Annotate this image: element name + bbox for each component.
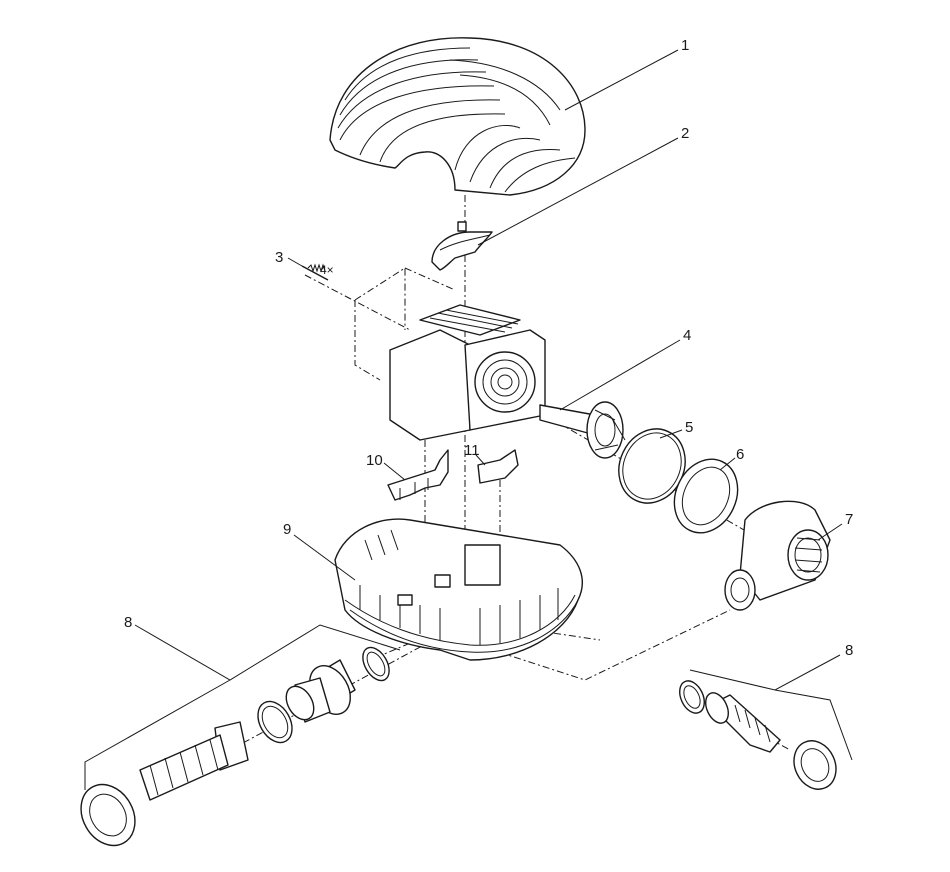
cover-dome-part bbox=[329, 37, 586, 196]
hose-connector-right-part bbox=[679, 680, 837, 790]
seal-ring-part bbox=[673, 458, 739, 534]
callout-10: 10 bbox=[366, 452, 383, 469]
hose-connector-left-part bbox=[80, 646, 390, 847]
screw-part bbox=[301, 263, 329, 281]
callout-3-quantity: 4× bbox=[320, 263, 334, 277]
callout-4: 4 bbox=[683, 327, 691, 344]
callout-2: 2 bbox=[681, 125, 689, 142]
bracket-part-11 bbox=[477, 449, 519, 484]
pump-housing-part bbox=[724, 500, 831, 611]
callout-8-left: 8 bbox=[124, 614, 132, 631]
base-housing-part bbox=[334, 518, 583, 661]
bracket-part-10 bbox=[387, 449, 449, 501]
callout-6: 6 bbox=[736, 446, 744, 463]
callout-8-right: 8 bbox=[845, 642, 853, 659]
callout-9: 9 bbox=[283, 521, 291, 538]
clip-part bbox=[431, 221, 493, 271]
callout-3: 3 bbox=[275, 249, 283, 266]
callout-7: 7 bbox=[845, 511, 853, 528]
callout-11: 11 bbox=[464, 442, 480, 459]
motor-block-part bbox=[389, 304, 546, 441]
leader-lines bbox=[84, 49, 853, 790]
callout-labels: 1 2 3 4× 4 5 6 7 8 8 9 10 11 bbox=[124, 37, 853, 659]
impeller-rotor-part bbox=[539, 401, 626, 459]
callout-5: 5 bbox=[685, 419, 693, 436]
callout-1: 1 bbox=[681, 37, 689, 54]
